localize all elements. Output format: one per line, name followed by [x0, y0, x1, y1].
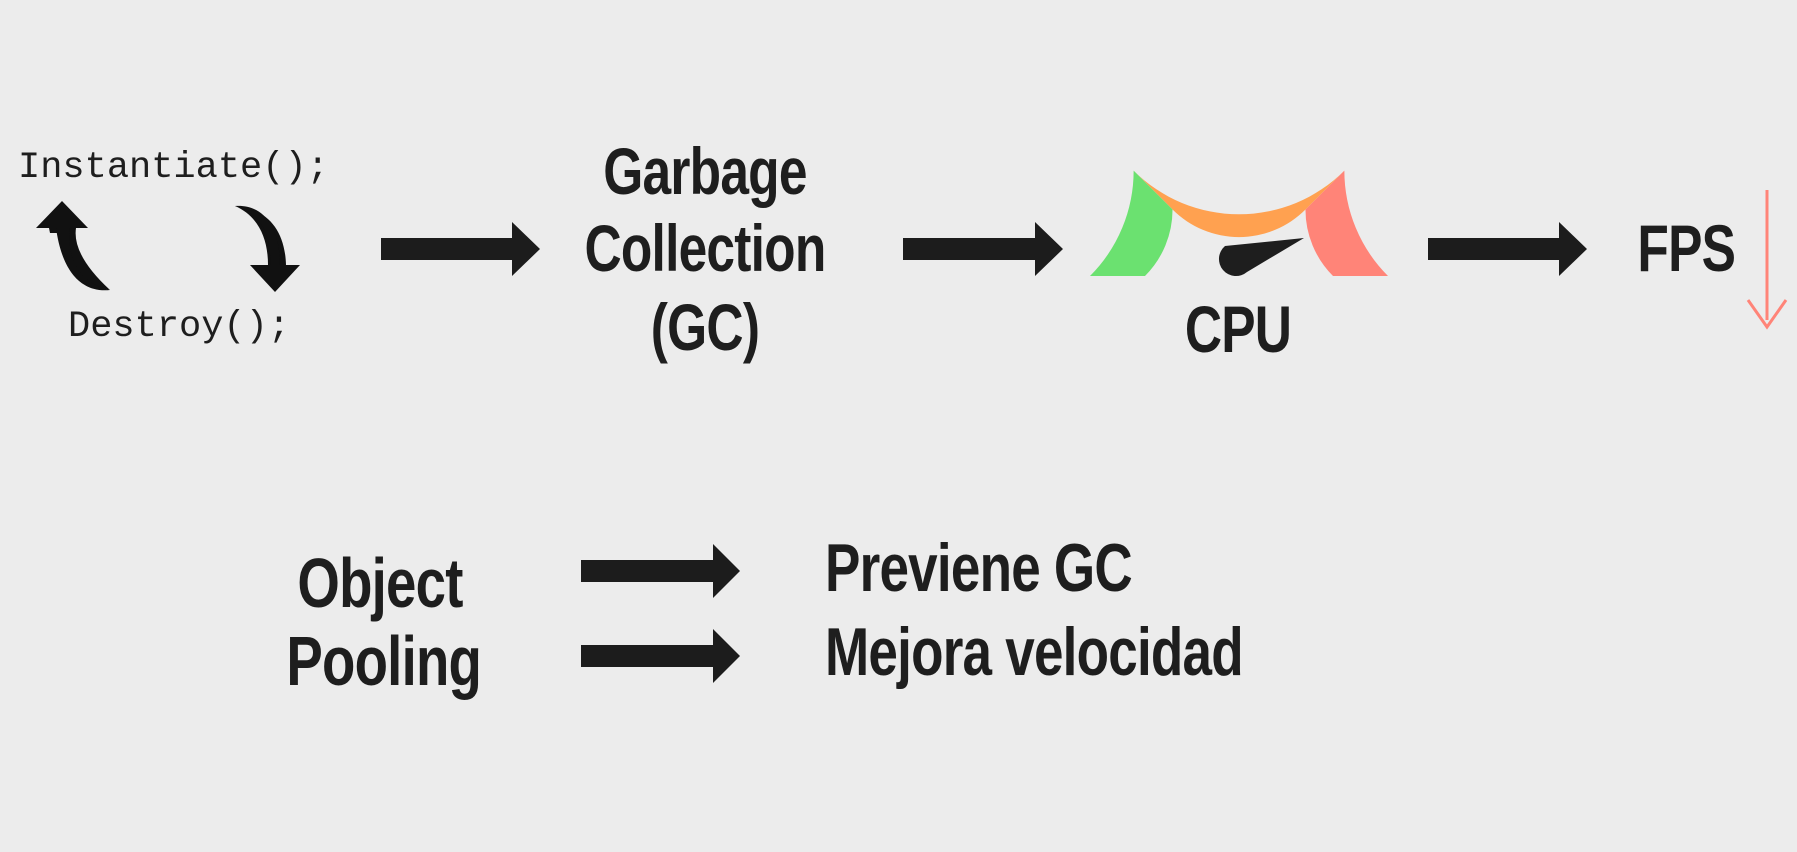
arrow-right-icon — [903, 222, 1063, 276]
cpu-label: CPU — [1184, 292, 1292, 366]
gauge-zone-mid — [1133, 170, 1345, 238]
curved-up-arrow-icon — [36, 201, 110, 291]
gauge-zone-low — [1090, 170, 1173, 276]
arrow-right-icon — [381, 222, 540, 276]
curved-down-arrow-icon — [235, 205, 300, 292]
arrow-right-icon — [1428, 222, 1587, 276]
arrow-right-icon — [581, 544, 740, 598]
pooling-line-1: Object — [297, 544, 463, 622]
pooling-line-2: Pooling — [286, 622, 482, 700]
benefit-improves-speed: Mejora velocidad — [825, 614, 1244, 690]
gauge-needle — [1218, 238, 1304, 277]
benefit-prevents-gc: Previene GC — [825, 530, 1133, 606]
destroy-code: Destroy(); — [68, 306, 291, 348]
instantiate-code: Instantiate(); — [18, 147, 329, 189]
gc-line-2: Collection — [584, 211, 826, 285]
gc-line-1: Garbage — [603, 134, 807, 208]
gauge-zone-high — [1305, 170, 1388, 276]
fps-label: FPS — [1637, 211, 1736, 285]
gc-line-3: (GC) — [650, 290, 760, 364]
arrow-right-icon — [581, 629, 740, 683]
